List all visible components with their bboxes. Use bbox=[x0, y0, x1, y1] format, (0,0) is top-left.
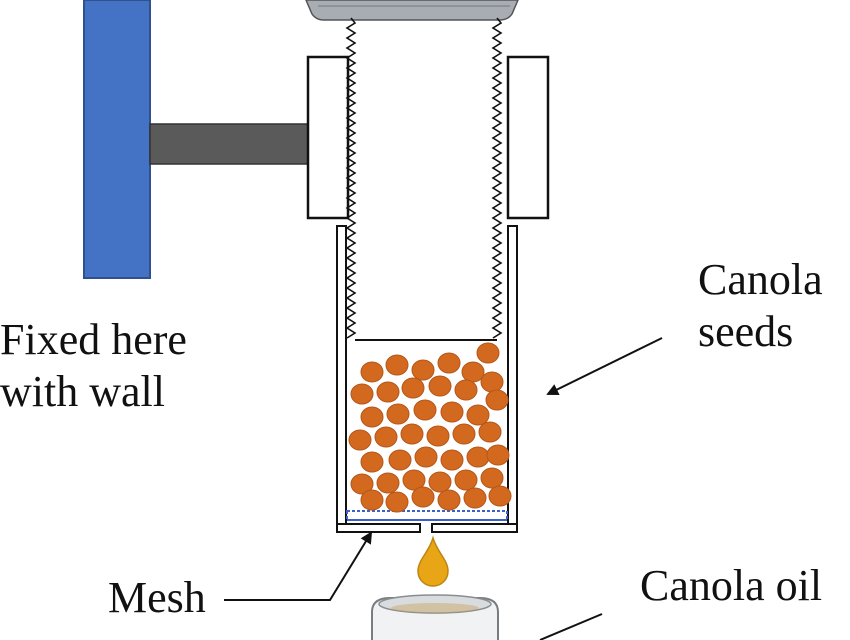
wall-plate bbox=[83, 0, 151, 279]
mesh bbox=[346, 510, 508, 521]
canola-seed bbox=[385, 354, 409, 376]
canola-seed bbox=[428, 375, 452, 397]
clamp-right bbox=[506, 55, 550, 220]
canola-seed bbox=[440, 401, 464, 423]
canola-seed bbox=[402, 469, 426, 491]
canola-seed bbox=[476, 342, 500, 364]
canola-oil-label: Canola oil bbox=[640, 561, 823, 610]
canola-seed bbox=[386, 403, 410, 425]
canola-seed bbox=[360, 406, 384, 428]
canola-seed bbox=[376, 381, 400, 403]
canola-seed bbox=[480, 371, 504, 393]
canola-seed bbox=[461, 361, 485, 383]
canola-seed bbox=[454, 469, 478, 491]
canola-seed bbox=[374, 426, 398, 448]
wall-fixed-label: Fixed here with wall bbox=[0, 314, 187, 418]
canola-seed bbox=[350, 473, 374, 495]
canola-seed bbox=[401, 377, 425, 399]
canola-seed bbox=[466, 446, 490, 468]
canola-seed bbox=[411, 359, 435, 381]
mesh-label: Mesh bbox=[108, 573, 206, 622]
canola-seed bbox=[466, 404, 490, 426]
mesh-leader-arrow bbox=[224, 531, 373, 601]
canola-seed bbox=[480, 467, 504, 489]
canola-seed bbox=[360, 361, 384, 383]
canola-seed bbox=[488, 485, 512, 507]
canola-seed bbox=[360, 489, 384, 511]
canola-seed bbox=[440, 449, 464, 471]
press-cylinder bbox=[336, 225, 518, 533]
bolt-head bbox=[305, 0, 519, 21]
canola-seed bbox=[400, 423, 424, 445]
canola-seed bbox=[385, 491, 409, 513]
threaded-screw bbox=[345, 17, 503, 341]
canola-seed bbox=[437, 352, 461, 374]
canola-seed bbox=[452, 423, 476, 445]
canola-seed bbox=[478, 421, 502, 443]
canola-seeds-label-line1: Canola bbox=[698, 255, 823, 304]
beaker bbox=[371, 594, 499, 640]
oil-drop bbox=[417, 535, 449, 587]
wall-fixed-label-line2: with wall bbox=[0, 367, 165, 416]
canola-seed bbox=[437, 489, 461, 511]
wall-fixed-label-line1: Fixed here bbox=[0, 315, 187, 364]
canola-seed bbox=[428, 471, 452, 493]
clamp-left bbox=[306, 55, 350, 220]
canola-seed bbox=[348, 429, 372, 451]
canola-seeds-label-line2: seeds bbox=[698, 307, 794, 356]
support-rod bbox=[149, 123, 311, 165]
oil-leader-line bbox=[539, 613, 603, 640]
canola-seed bbox=[388, 449, 412, 471]
canola-seed bbox=[413, 399, 437, 421]
seeds-arrow bbox=[546, 337, 663, 395]
canola-seed bbox=[426, 425, 450, 447]
canola-seed bbox=[350, 383, 374, 405]
canola-seed bbox=[454, 379, 478, 401]
canola-seed bbox=[376, 472, 400, 494]
canola-seed bbox=[411, 486, 435, 508]
canola-seed bbox=[485, 389, 509, 411]
canola-seeds bbox=[348, 342, 512, 513]
canola-seed bbox=[360, 451, 384, 473]
canola-seeds-label: Canola seeds bbox=[698, 254, 823, 358]
canola-seed bbox=[486, 444, 510, 466]
canola-seed bbox=[463, 487, 487, 509]
canola-seed bbox=[414, 446, 438, 468]
